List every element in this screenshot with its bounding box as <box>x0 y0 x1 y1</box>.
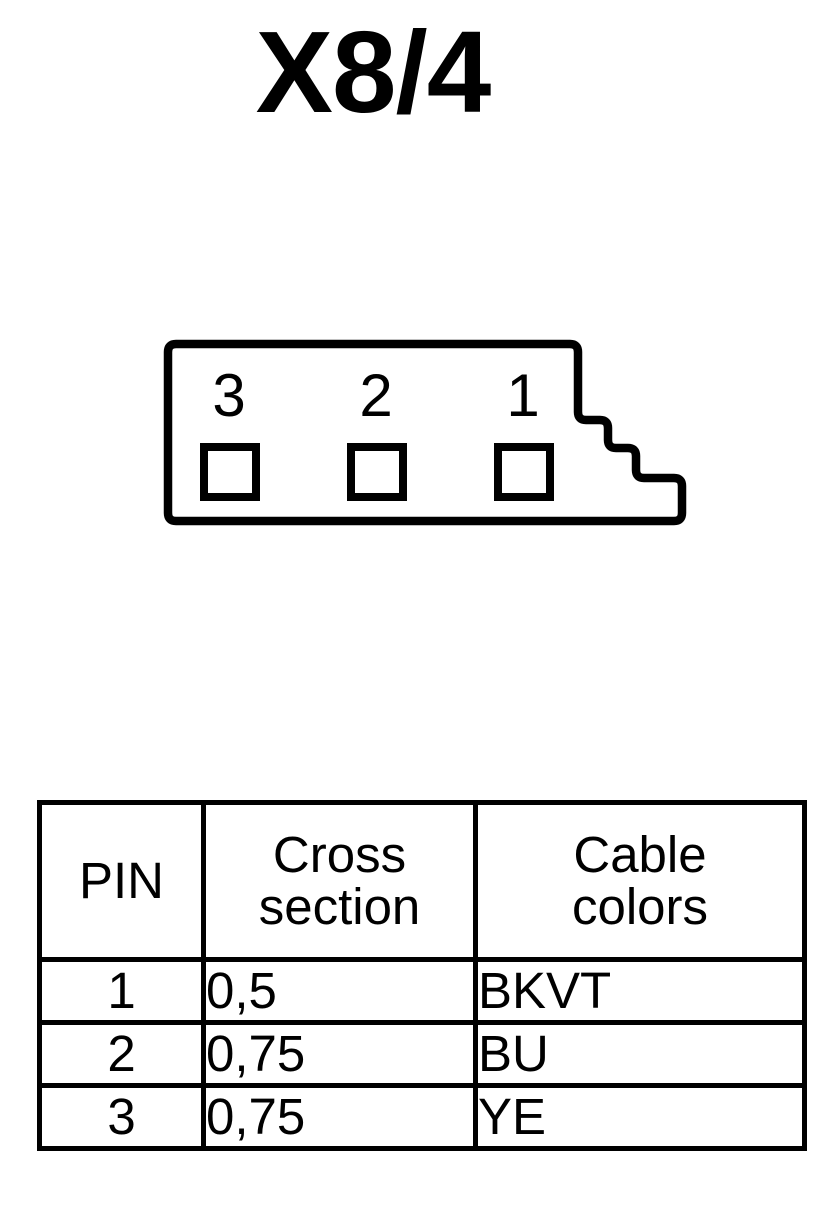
table-row: 2 0,75 BU <box>37 1020 807 1088</box>
row-1-pin: 2 <box>37 1020 206 1088</box>
table-row: 1 0,5 BKVT <box>37 957 807 1025</box>
pin-number-2: 2 <box>359 362 392 429</box>
connector-housing-svg: 3 2 1 <box>163 339 687 526</box>
page-title: X8/4 <box>255 7 492 137</box>
row-2-cross-section: 0,75 <box>201 1083 478 1151</box>
row-0-cross-section: 0,5 <box>201 957 478 1025</box>
pin-number-3: 3 <box>212 362 245 429</box>
header-cross-section-line1: Cross <box>272 825 407 883</box>
header-cross-section-line2: section <box>258 878 421 935</box>
header-cable-colors-line1: Cable <box>573 825 707 883</box>
row-2-cable-colors: YE <box>473 1083 807 1151</box>
row-0-pin: 1 <box>37 957 206 1025</box>
pin-assignment-table: PIN Cross section Cable colors 1 0,5 BKV… <box>37 800 807 1151</box>
connector-diagram: 3 2 1 <box>150 330 710 540</box>
housing-outline-path <box>163 339 687 526</box>
row-1-cable-colors: BU <box>473 1020 807 1088</box>
header-pin: PIN <box>37 800 206 962</box>
header-cross-section: Cross section <box>201 800 478 962</box>
table-header-row: PIN Cross section Cable colors <box>37 800 807 962</box>
header-cable-colors: Cable colors <box>473 800 807 962</box>
pin-cavity-3 <box>200 443 260 501</box>
table-row: 3 0,75 YE <box>37 1083 807 1151</box>
header-cable-colors-line2: colors <box>571 878 709 935</box>
row-2-pin: 3 <box>37 1083 206 1151</box>
row-0-cable-colors: BKVT <box>473 957 807 1025</box>
pin-number-1: 1 <box>506 362 539 429</box>
pin-cavity-1 <box>494 443 554 501</box>
pin-cavity-2 <box>347 443 407 501</box>
row-1-cross-section: 0,75 <box>201 1020 478 1088</box>
